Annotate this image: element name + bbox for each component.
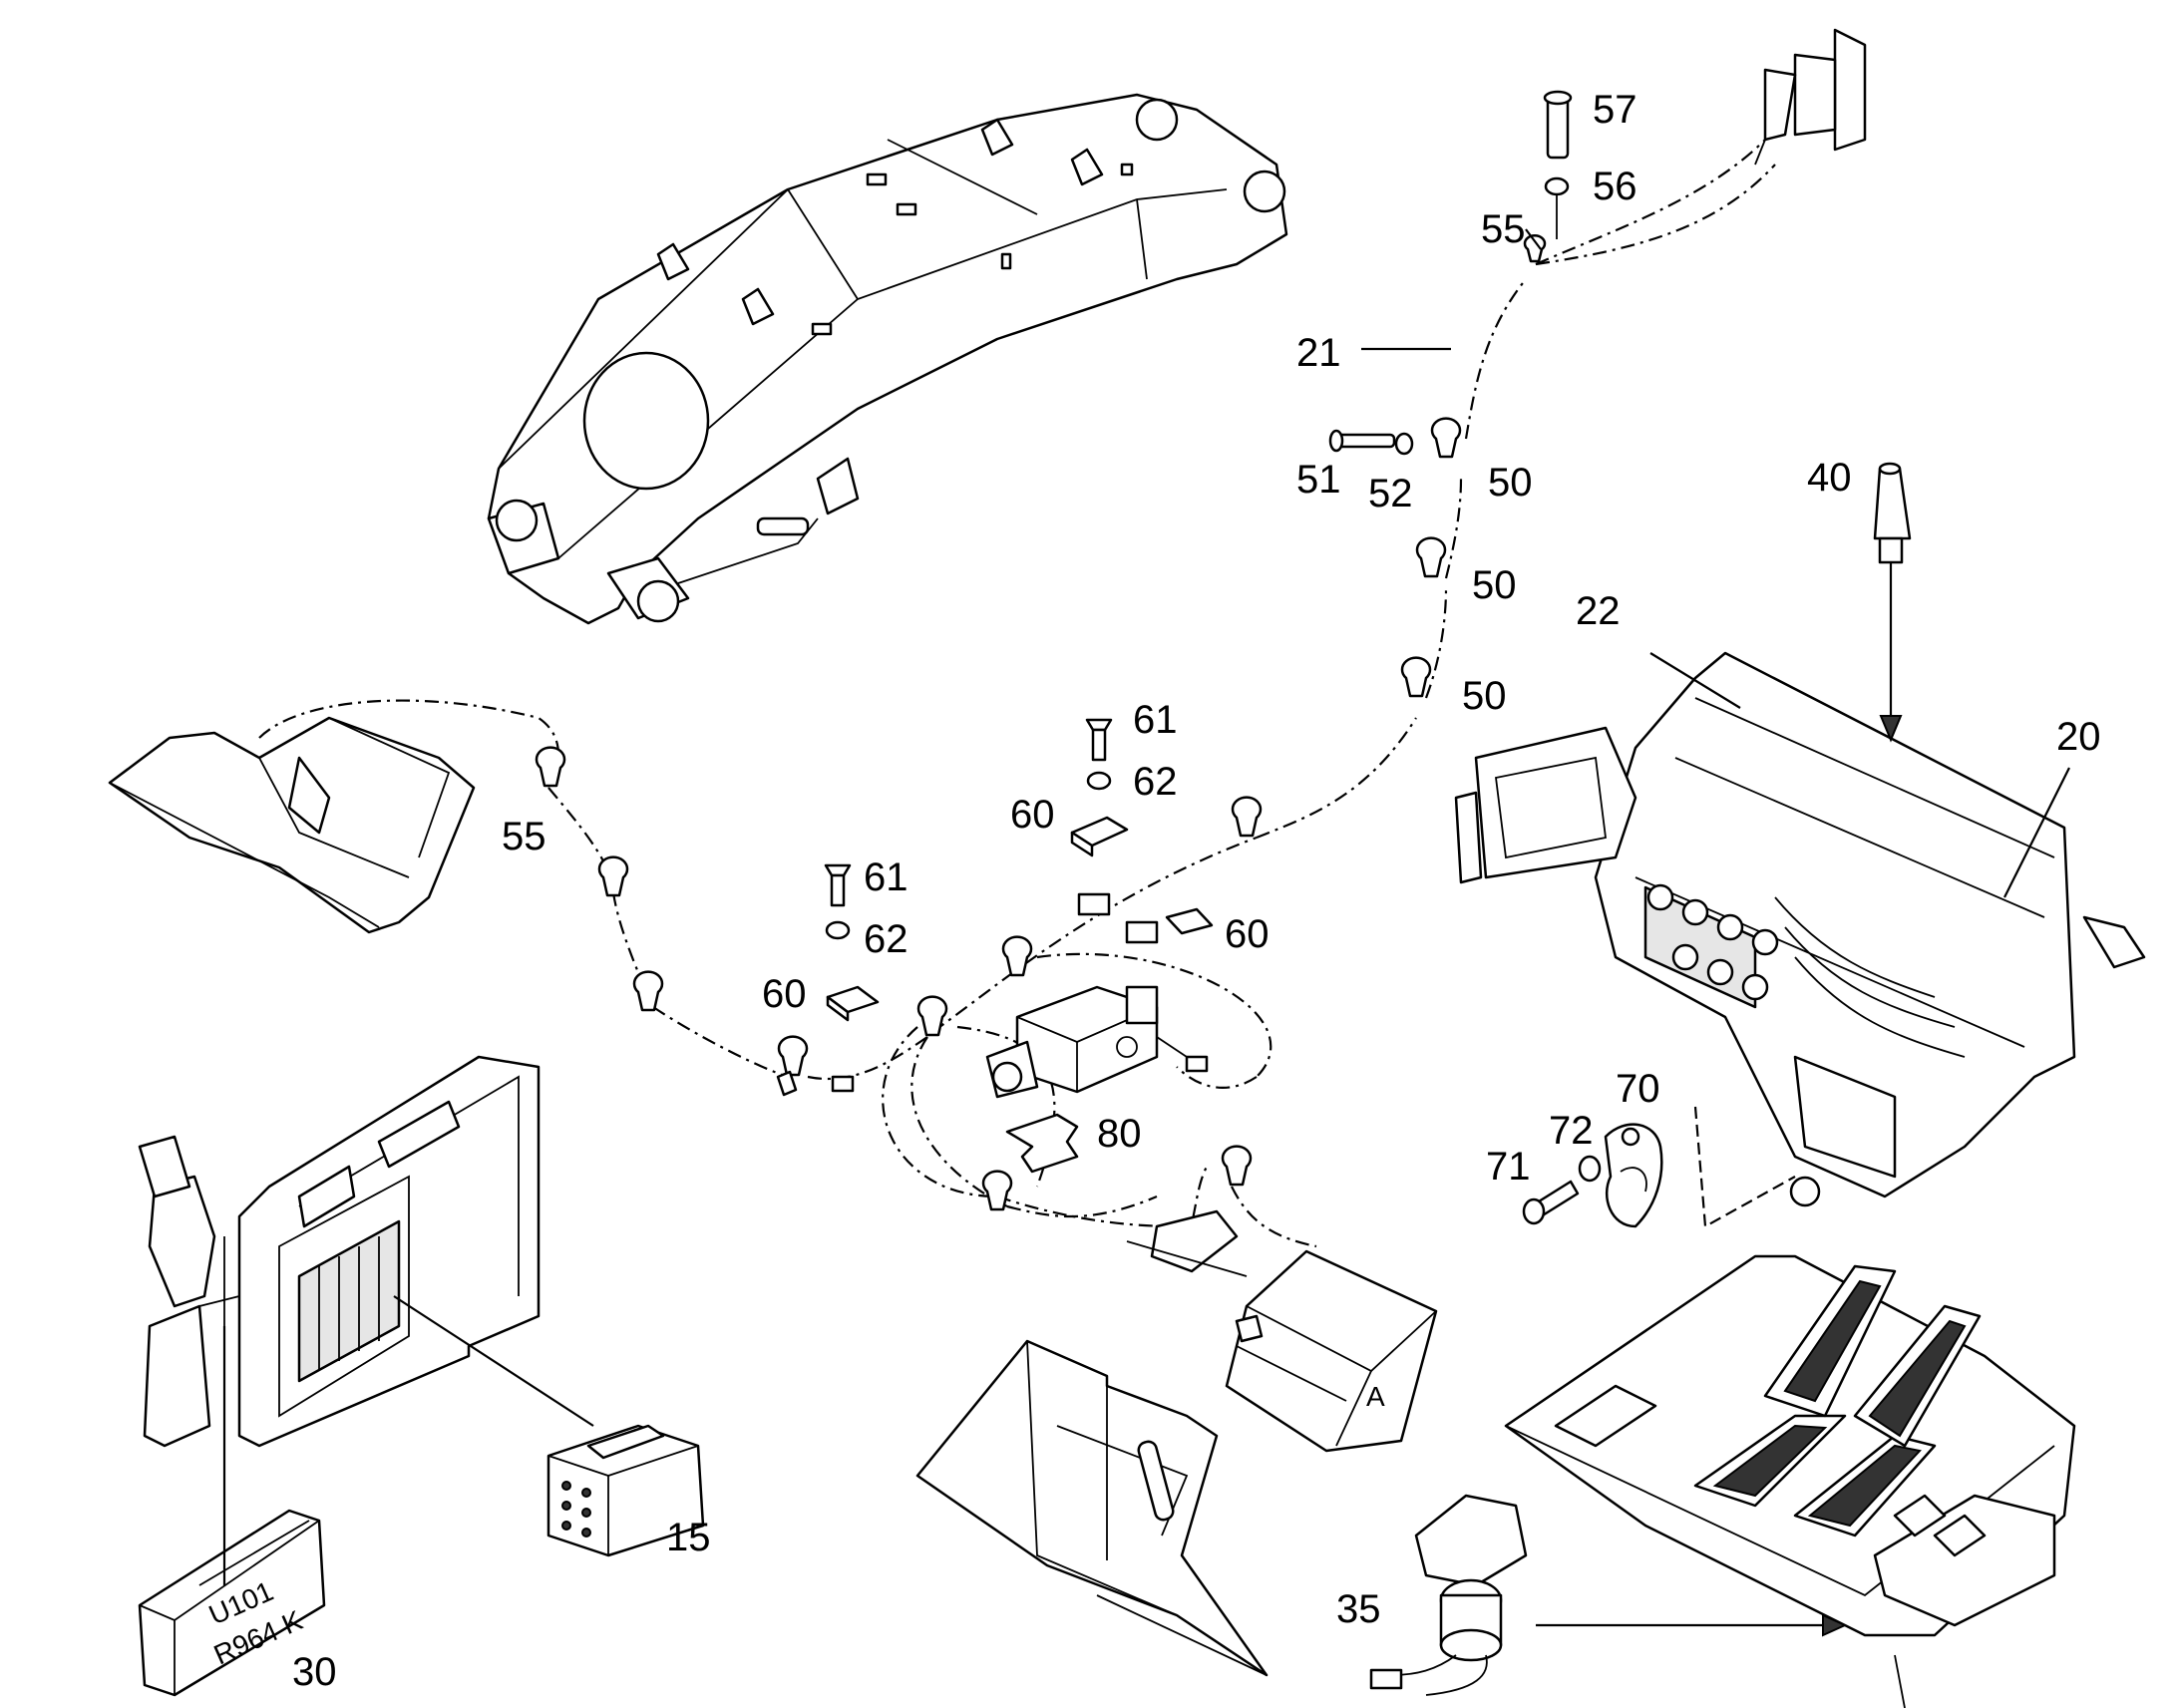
callout-52: 52 xyxy=(1368,472,1413,515)
callout-21: 21 xyxy=(1296,331,1341,375)
callout-50-a: 50 xyxy=(1488,461,1533,505)
callout-22: 22 xyxy=(1576,589,1621,633)
callout-labels: 15 20 21 22 30 35 40 50 50 50 51 52 55 5… xyxy=(292,88,2101,1694)
cable-clamps xyxy=(535,234,1547,1211)
callout-40: 40 xyxy=(1807,456,1852,500)
pedal-sensor-35 xyxy=(1369,1494,1528,1696)
module-15 xyxy=(546,1424,705,1557)
callout-60-lower: 60 xyxy=(762,972,807,1016)
plate-60-middle xyxy=(1165,907,1214,935)
callout-61-upper: 61 xyxy=(1133,698,1178,742)
callout-51: 51 xyxy=(1296,458,1341,502)
box-a: A xyxy=(1225,1249,1438,1453)
pedal-assembly xyxy=(1504,1254,2076,1708)
callout-57: 57 xyxy=(1593,88,1637,132)
callout-15: 15 xyxy=(666,1516,711,1559)
screw-61-lower xyxy=(824,863,852,907)
callout-30: 30 xyxy=(292,1650,337,1694)
clip-70 xyxy=(1604,1123,1663,1228)
callout-72: 72 xyxy=(1549,1109,1594,1153)
callout-71: 71 xyxy=(1486,1145,1531,1189)
screw-57 xyxy=(1543,90,1573,160)
control-panel xyxy=(138,1055,541,1448)
boom-arm xyxy=(487,93,1288,625)
box-a-letter: A xyxy=(1366,1381,1385,1412)
top-right-connector xyxy=(1754,28,1867,166)
callout-55-top: 55 xyxy=(1481,207,1526,251)
sensor-40 xyxy=(1873,462,1912,564)
callout-50-c: 50 xyxy=(1462,674,1507,718)
leader-lines xyxy=(1361,228,2070,898)
washer-62-upper xyxy=(1086,771,1112,791)
callout-70: 70 xyxy=(1616,1067,1660,1111)
callout-62-upper: 62 xyxy=(1133,760,1178,804)
callout-61-lower: 61 xyxy=(864,855,908,899)
screw-61-upper xyxy=(1085,718,1113,762)
bolt-51 xyxy=(1328,429,1396,453)
washer-56 xyxy=(1544,176,1570,196)
washer-62-lower xyxy=(825,920,851,940)
bracket-80 xyxy=(1005,1113,1079,1174)
callout-20: 20 xyxy=(2056,715,2101,759)
washer-72 xyxy=(1578,1155,1602,1183)
solenoid-valve xyxy=(985,985,1209,1099)
washer-52 xyxy=(1394,432,1414,456)
callout-56: 56 xyxy=(1593,165,1637,208)
callout-35: 35 xyxy=(1336,1587,1381,1631)
center-floor-plate xyxy=(915,1339,1269,1677)
left-mounting-plate xyxy=(108,716,476,934)
bolt-71 xyxy=(1522,1180,1580,1225)
callout-62-lower: 62 xyxy=(864,917,908,961)
callout-60-middle: 60 xyxy=(1225,912,1270,956)
control-valve-block xyxy=(1454,651,2146,1207)
control-unit-30: U101 R964 K xyxy=(138,1509,326,1697)
callout-50-b: 50 xyxy=(1472,563,1517,607)
harness-connector xyxy=(1126,1209,1248,1277)
callout-55-left: 55 xyxy=(502,815,546,858)
callout-80: 80 xyxy=(1097,1112,1142,1156)
callout-60-upper: 60 xyxy=(1010,793,1055,837)
wire-harness xyxy=(258,139,1776,1248)
